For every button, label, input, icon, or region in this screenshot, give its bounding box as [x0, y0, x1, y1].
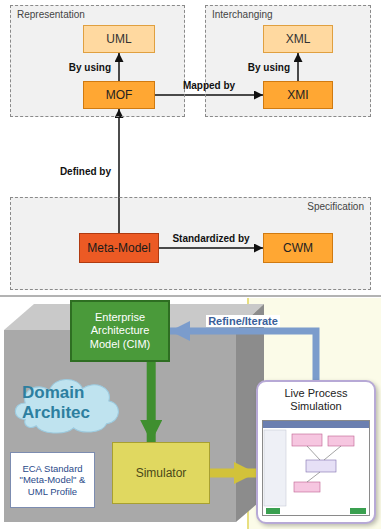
- edge-label: By using: [67, 62, 113, 73]
- region-ground: [205, 5, 371, 117]
- node-text: XMI: [287, 88, 308, 102]
- region-ground: [10, 197, 371, 290]
- node-text: Domain Architec: [22, 383, 112, 424]
- separator-line: [0, 295, 381, 297]
- side-panel: [264, 430, 286, 506]
- connector: [170, 331, 316, 380]
- connector: [155, 94, 263, 96]
- region-frame: InterchangingXML XMI: [205, 5, 371, 117]
- model-box: XMI: [263, 81, 333, 109]
- flow-lines: [307, 446, 341, 482]
- connector: [297, 53, 299, 81]
- node-text: Meta-Model: [87, 241, 150, 255]
- node-text: Live Process Simulation: [264, 387, 368, 413]
- region-frame: SpecificationMeta-Model CWM: [10, 197, 371, 290]
- model-box: Enterprise Architecture Model (CIM): [70, 300, 170, 362]
- region-ground: [10, 5, 185, 117]
- node-text: Enterprise Architecture Model (CIM): [78, 311, 162, 351]
- process-shape: [294, 482, 320, 492]
- process-shape: [328, 436, 354, 446]
- process-shape: [306, 460, 336, 472]
- connector: [147, 362, 156, 442]
- model-box: UML: [83, 25, 155, 53]
- node-text: ECA Standard "Meta-Model" & UML Profile: [17, 463, 88, 497]
- connector: [118, 53, 120, 81]
- region-heading: Interchanging: [212, 9, 273, 21]
- connector: [118, 109, 120, 233]
- region-heading: Specification: [307, 201, 364, 213]
- domain-cloud: Domain Architec: [12, 372, 122, 434]
- edge-label: Standardized by: [170, 233, 251, 244]
- node-text: CWM: [283, 241, 313, 255]
- simulator-box: Simulator: [112, 442, 210, 504]
- process-shape: [292, 434, 322, 446]
- standard-box: ECA Standard "Meta-Model" & UML Profile: [10, 452, 95, 508]
- edge-label: By using: [246, 62, 292, 73]
- connector: [159, 247, 263, 249]
- screenshot-illustration: [262, 420, 370, 516]
- connector: [210, 469, 256, 478]
- node-text: UML: [106, 32, 131, 46]
- node-text: XML: [286, 32, 311, 46]
- title-bar: [263, 421, 369, 428]
- button: [350, 508, 366, 514]
- meta-model-box: Meta-Model: [79, 233, 159, 263]
- edge-label: Refine/Iterate: [206, 315, 280, 327]
- button: [266, 508, 280, 514]
- edge-label: Defined by: [58, 166, 113, 177]
- model-box: MOF: [83, 81, 155, 109]
- region-frame: RepresentationUML MOF: [10, 5, 185, 117]
- model-box: XML: [263, 25, 333, 53]
- edge-label: Mapped by: [181, 80, 237, 91]
- region-heading: Representation: [17, 9, 85, 21]
- node-text: MOF: [106, 88, 133, 102]
- window-frame: [263, 421, 370, 516]
- model-box: CWM: [263, 233, 333, 263]
- node-text: Simulator: [136, 466, 187, 480]
